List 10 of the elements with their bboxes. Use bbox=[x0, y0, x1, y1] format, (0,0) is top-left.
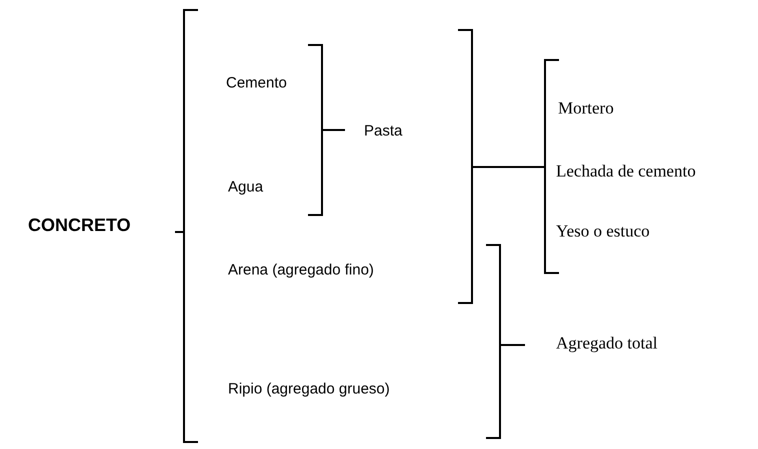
product-label: Mortero bbox=[558, 100, 614, 116]
group-label: Pasta bbox=[364, 124, 402, 138]
group-label: Agregado total bbox=[556, 334, 658, 352]
component-label: Arena (agregado fino) bbox=[228, 262, 374, 278]
root-label: CONCRETO bbox=[28, 216, 131, 234]
product-label: Lechada de cemento bbox=[556, 162, 696, 180]
product-label: Yeso o estuco bbox=[556, 222, 650, 240]
component-label: Agua bbox=[228, 180, 264, 194]
component-label: Ripio (agregado grueso) bbox=[228, 382, 390, 396]
component-label: Cemento bbox=[226, 76, 287, 90]
